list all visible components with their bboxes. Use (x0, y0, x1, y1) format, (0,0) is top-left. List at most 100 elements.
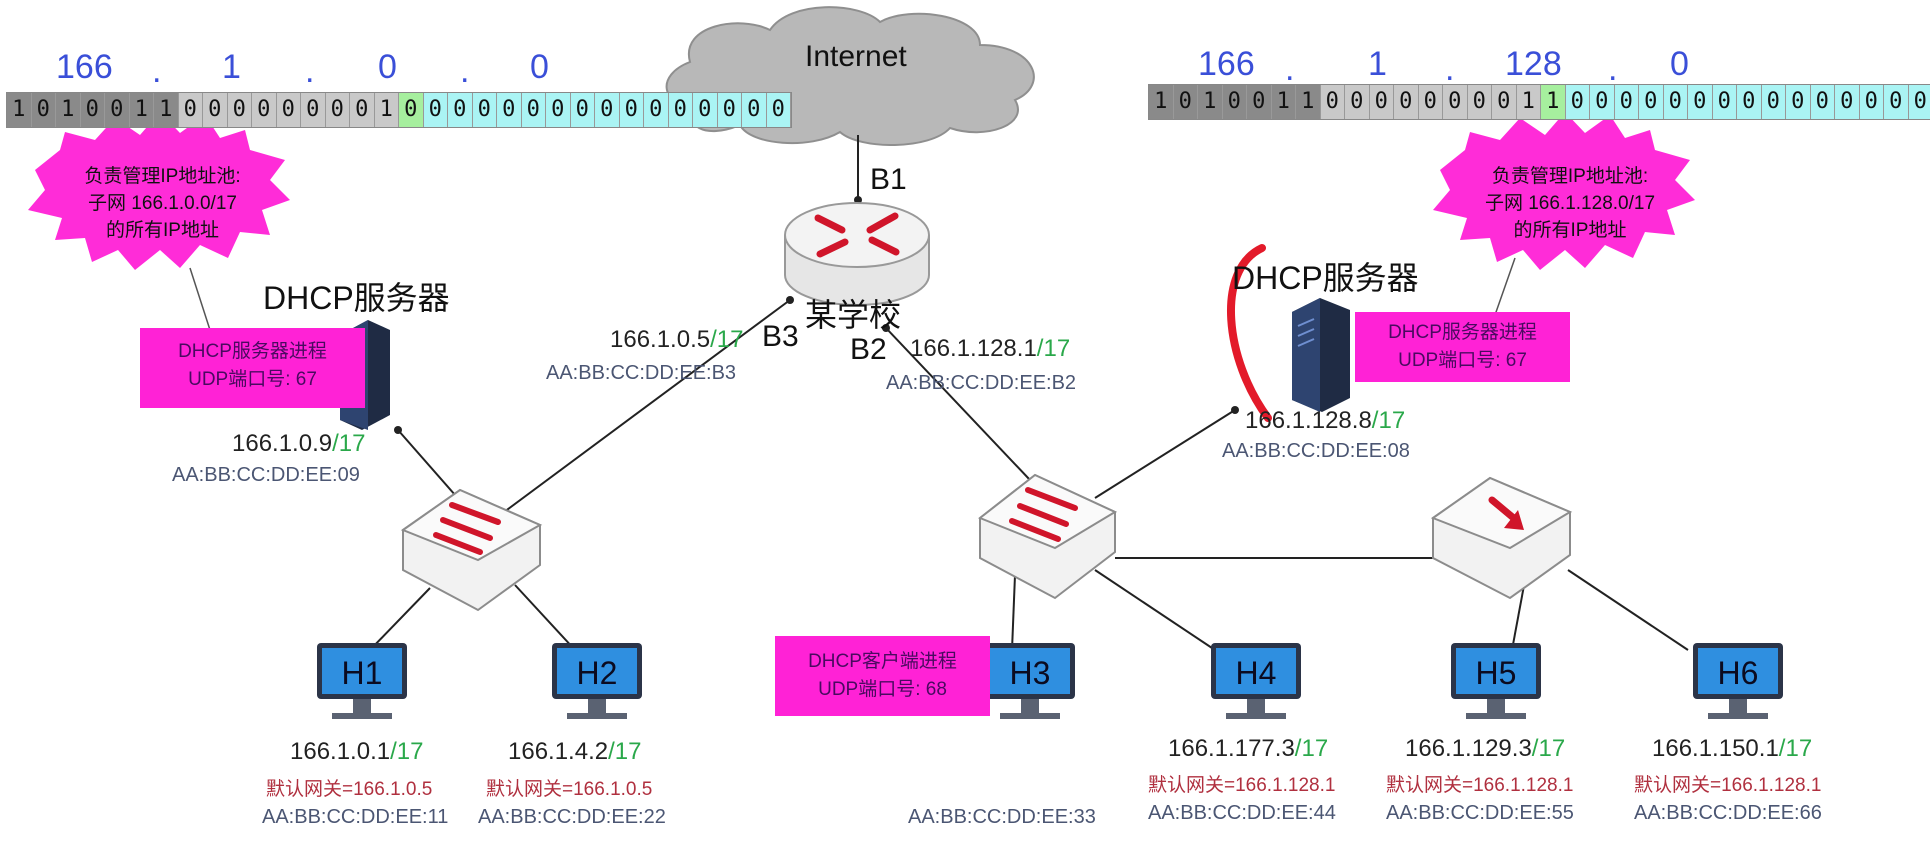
address-bit: 1 (56, 93, 81, 127)
host-mac: AA:BB:CC:DD:EE:66 (1634, 802, 1822, 824)
port-b2-label: B2 (850, 333, 887, 366)
address-bit: 0 (448, 93, 473, 127)
red-annotation-mark (1227, 244, 1272, 422)
address-bit: 0 (668, 93, 693, 127)
dhcp-server-right-icon (1292, 298, 1350, 412)
address-bit: 0 (766, 93, 791, 127)
dhcp-client-process-note: DHCP客户端进程 UDP端口号: 68 (775, 636, 990, 716)
host-name: H2 (576, 655, 618, 691)
ip-value: 166.1.150.1 (1652, 735, 1779, 762)
host-gateway: 默认网关=166.1.0.5 (266, 779, 433, 800)
address-bit: 1 (1541, 85, 1566, 119)
address-bit: 0 (644, 93, 669, 127)
address-bit: 1 (129, 93, 154, 127)
port-b1-label: B1 (870, 163, 907, 196)
ip-value: 166.1.128.1 (910, 335, 1037, 362)
address-bit: 0 (1786, 85, 1811, 119)
process-label: DHCP客户端进程 (808, 651, 957, 672)
address-bit: 0 (1688, 85, 1713, 119)
address-bit: 1 (1149, 85, 1174, 119)
octet-dot: . (1285, 50, 1295, 88)
dhcp-server-right-mac: AA:BB:CC:DD:EE:08 (1222, 440, 1410, 462)
address-bit: 1 (1516, 85, 1541, 119)
process-label: DHCP服务器进程 (1388, 322, 1537, 343)
host-ip: 166.1.150.1/17 (1652, 735, 1812, 763)
host-mac: AA:BB:CC:DD:EE:55 (1386, 802, 1574, 824)
pool-note-line: 子网 166.1.0.0/17 (88, 193, 237, 214)
address-bit: 0 (227, 93, 252, 127)
octet: 166 (56, 48, 113, 86)
host-mac: AA:BB:CC:DD:EE:22 (478, 806, 666, 828)
computer-monitor-icon (985, 643, 1075, 719)
address-bit: 0 (1590, 85, 1615, 119)
address-bit: 0 (350, 93, 375, 127)
router-icon (784, 202, 930, 306)
octet: 1 (222, 48, 241, 86)
address-bit: 0 (1222, 85, 1247, 119)
host-gateway: 默认网关=166.1.128.1 (1386, 775, 1574, 796)
address-bit: 0 (1712, 85, 1737, 119)
address-bit: 0 (1320, 85, 1345, 119)
pool-note-line: 子网 166.1.128.0/17 (1484, 193, 1656, 214)
mask-value: /17 (1778, 735, 1813, 762)
octet: 1 (1368, 45, 1387, 83)
host-gateway: 默认网关=166.1.0.5 (486, 779, 653, 800)
address-bit: 0 (1639, 85, 1664, 119)
address-bit: 0 (619, 93, 644, 127)
address-bit: 0 (1418, 85, 1443, 119)
ip-value: 166.1.0.9 (232, 430, 333, 457)
host-ip: 166.1.177.3/17 (1168, 735, 1328, 763)
host-mac: AA:BB:CC:DD:EE:33 (908, 806, 1096, 828)
address-bit: 0 (497, 93, 522, 127)
pool-note-line: 的所有IP地址 (106, 220, 219, 241)
host-gateway: 默认网关=166.1.128.1 (1634, 775, 1822, 796)
computer-monitor-icon (552, 643, 642, 719)
computer-monitor-icon (317, 643, 407, 719)
address-bit: 0 (80, 93, 105, 127)
address-bit: 0 (1859, 85, 1884, 119)
address-bit: 0 (1394, 85, 1419, 119)
ip-value: 166.1.129.3 (1405, 735, 1532, 762)
ip-value: 166.1.177.3 (1168, 735, 1295, 762)
router-name-label: 某学校 (805, 297, 902, 333)
address-bit: 0 (1908, 85, 1930, 119)
ip-value: 166.1.0.5 (610, 326, 711, 353)
octet-dot: . (1445, 50, 1455, 88)
address-bit: 1 (1296, 85, 1321, 119)
octet: 0 (378, 48, 397, 86)
computer-monitor-icon (1211, 643, 1301, 719)
octet: 0 (530, 48, 549, 86)
address-bit: 0 (546, 93, 571, 127)
address-bit: 0 (742, 93, 767, 127)
dhcp-server-right-ip: 166.1.128.8/17 (1245, 407, 1405, 435)
octet-dot: . (460, 52, 470, 90)
address-bit: 1 (154, 93, 179, 127)
address-bit: 0 (423, 93, 448, 127)
address-bit: 1 (7, 93, 32, 127)
ip-value: 166.1.0.1 (290, 738, 391, 765)
address-bit: 0 (1614, 85, 1639, 119)
mask-value: /17 (1371, 407, 1406, 434)
port-label: UDP端口号: 67 (1398, 350, 1527, 371)
address-bit: 0 (252, 93, 277, 127)
address-bit: 0 (1884, 85, 1909, 119)
address-bit: 0 (105, 93, 130, 127)
address-bit: 0 (1835, 85, 1860, 119)
pool-note-left: 负责管理IP地址池: 子网 166.1.0.0/17 的所有IP地址 (55, 163, 270, 244)
address-bit: 0 (325, 93, 350, 127)
monitors (317, 643, 1783, 719)
mask-value: /17 (608, 738, 642, 765)
b3-interface-ip: 166.1.0.5/17 (610, 326, 743, 354)
address-bit: 0 (31, 93, 56, 127)
mask-value: /17 (1036, 335, 1071, 362)
ip-value: 166.1.4.2 (508, 738, 609, 765)
pool-note-right-bubble (1433, 112, 1695, 270)
address-bit: 0 (521, 93, 546, 127)
address-bit: 1 (374, 93, 399, 127)
internet-label: Internet (805, 40, 907, 73)
address-bit: 0 (301, 93, 326, 127)
mask-value: /17 (1531, 735, 1566, 762)
address-bit: 0 (276, 93, 301, 127)
address-bit: 0 (1173, 85, 1198, 119)
